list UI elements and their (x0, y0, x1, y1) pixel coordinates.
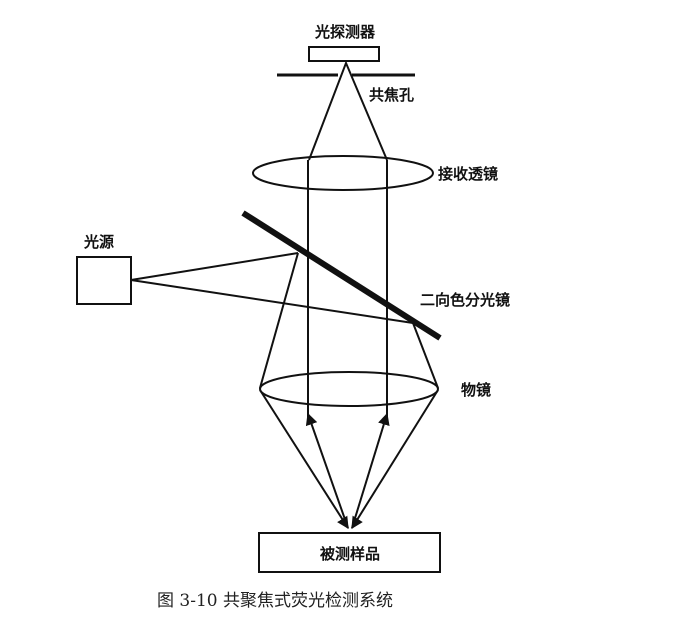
sample-box (258, 532, 441, 573)
dichroic-mirror (241, 210, 442, 341)
objective-lens (259, 371, 439, 407)
reflected-ray-right (412, 322, 439, 389)
receiving-lens-label: 接收透镜 (438, 165, 498, 183)
sample-label: 被测样品 (320, 545, 380, 563)
detector-cone (308, 60, 388, 161)
emission-arrow-left (305, 412, 349, 529)
emission-arrow-right (351, 412, 390, 529)
pinhole-label: 共焦孔 (369, 86, 414, 104)
objective-label: 物镜 (461, 381, 491, 399)
detector-label: 光探测器 (314, 23, 376, 41)
focus-ray-right (351, 389, 439, 530)
source-ray-upper (130, 252, 299, 281)
source-ray-lower (130, 279, 414, 324)
detector-box (308, 46, 380, 62)
light-source-box (76, 256, 132, 305)
focus-ray-left (259, 389, 349, 530)
light-source-label: 光源 (83, 233, 114, 251)
receiving-lens (252, 155, 434, 191)
dichroic-mirror-label: 二向色分光镜 (420, 291, 510, 309)
reflected-ray-left (259, 252, 299, 389)
figure-caption: 图 3-10 共聚焦式荧光检测系统 (157, 591, 393, 611)
